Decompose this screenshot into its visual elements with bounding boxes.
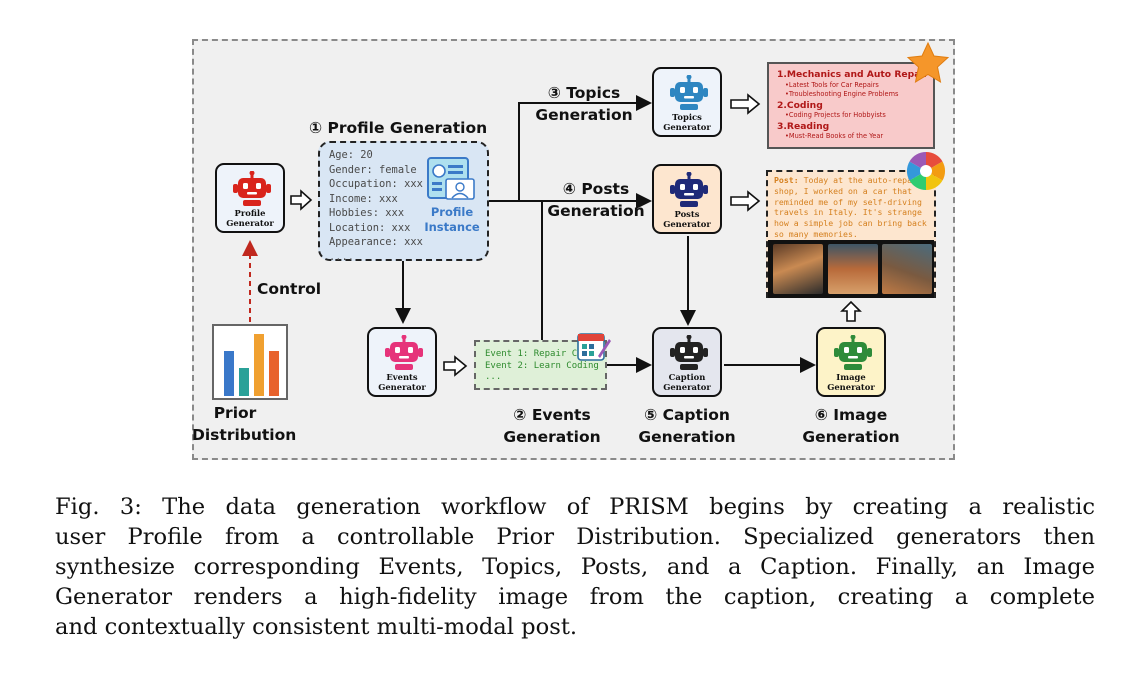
bar-chart-icon [212, 324, 288, 400]
stage-profile-generation: ① Profile Generation [309, 119, 488, 137]
topic-subitem: •Latest Tools for Car Repairs [785, 80, 879, 89]
caption-line: user Profile from a controllable Prior D… [55, 524, 1095, 550]
post-box: Post: Today at the auto-repair shop, I w… [766, 170, 936, 298]
event-item: Event 2: Learn Coding [485, 360, 599, 371]
hollow-arrow-events [443, 355, 468, 377]
post-text: Post: Today at the auto-repair shop, I w… [774, 175, 930, 240]
profile-field: Age: 20 [329, 149, 373, 161]
post-photo-2 [828, 244, 878, 294]
topics-list: 1.Mechanics and Auto Repair•Latest Tools… [777, 69, 928, 142]
hollow-arrow-profile [290, 189, 313, 211]
post-photo-1 [773, 244, 823, 294]
robot-icon [233, 171, 271, 206]
robot-icon [670, 172, 708, 207]
topic-subitem: •Coding Projects for Hobbyists [785, 111, 886, 120]
profile-field: Location: xxx [329, 221, 411, 234]
profile-field: Income: xxx [329, 192, 398, 205]
topic-subitem: •Troubleshooting Engine Problems [785, 90, 899, 99]
robot-icon [834, 335, 872, 370]
profile-field: Gender: female [329, 163, 417, 176]
topics-box: 1.Mechanics and Auto Repair•Latest Tools… [767, 62, 935, 149]
caption-line: Generator renders a high-fidelity image … [55, 584, 1095, 610]
caption-line: and contextually consistent multi-modal … [55, 614, 578, 640]
event-item: Event 1: Repair Car [485, 349, 588, 359]
calendar-icon [577, 333, 611, 361]
profile-field: Appearance: xxx [329, 236, 423, 248]
caption-line: Fig. 3: The data generation workflow of … [55, 494, 1095, 520]
topic-title: 2.Coding [777, 99, 823, 111]
post-images [768, 240, 934, 298]
robot-icon [670, 75, 708, 110]
caption-line: synthesize corresponding Events, Topics,… [55, 554, 1095, 580]
hollow-arrow-posts [730, 190, 761, 212]
profile-field: .... [329, 250, 355, 263]
event-item: ... [485, 372, 502, 382]
topic-title: 1.Mechanics and Auto Repair [777, 69, 929, 80]
topic-subitem: •Must-Read Books of the Year [785, 132, 884, 141]
hollow-arrow-topics [730, 93, 761, 115]
star-icon [906, 42, 950, 84]
id-card-icon [427, 157, 475, 200]
profile-field: Occupation: xxx [329, 178, 423, 190]
control-label: Control [257, 280, 322, 298]
robot-icon [670, 335, 708, 370]
figure-caption: Fig. 3: The data generation workflow of … [55, 492, 1095, 642]
profile-field: Hobbies: xxx [329, 207, 405, 219]
post-photo-3 [882, 244, 932, 294]
robot-icon [385, 335, 423, 370]
topic-title: 3.Reading [777, 120, 830, 132]
post-prefix: Post: [774, 175, 799, 185]
aperture-icon [906, 151, 946, 191]
post-body: Today at the auto-repair shop, I worked … [774, 175, 927, 239]
arrow-to-topics [518, 95, 652, 201]
hollow-arrow-image-up [840, 300, 862, 322]
